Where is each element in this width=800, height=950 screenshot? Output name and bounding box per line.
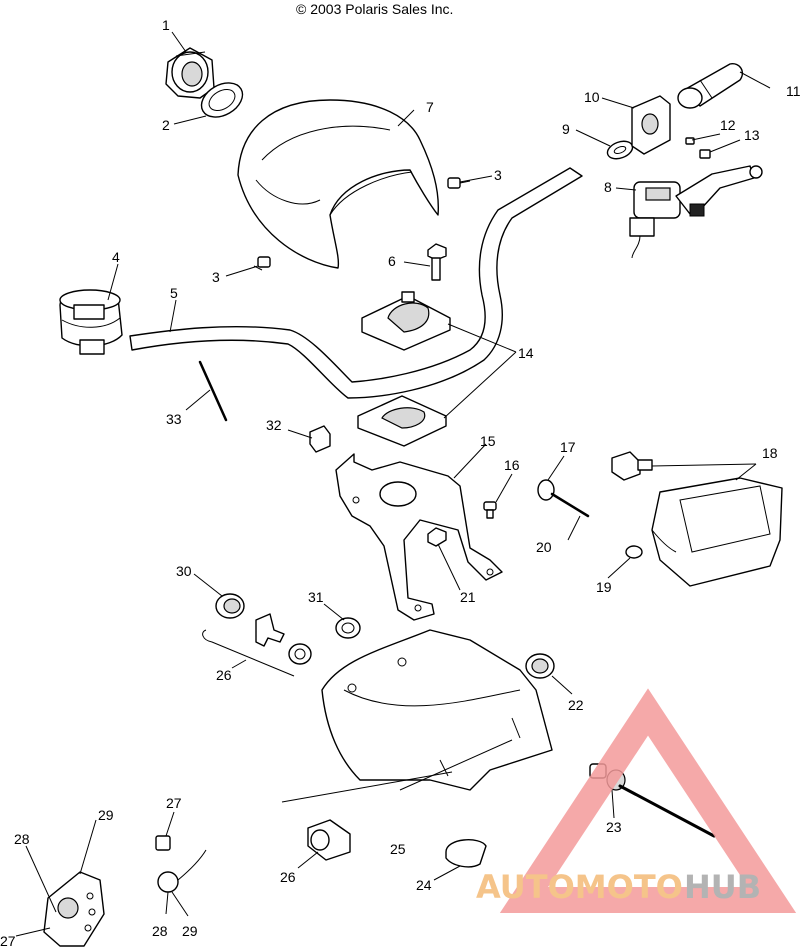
callout-20: 20 [536,539,552,555]
callout-1: 1 [162,17,170,33]
part-33-rod [198,360,228,422]
callout-29-lower: 29 [182,923,198,939]
callout-16: 16 [504,457,520,473]
callout-6: 6 [388,253,396,269]
part-30-grommet [215,593,245,619]
leader-lines [15,31,771,937]
callout-29-upper: 29 [98,807,114,823]
part-25-lower-panel [281,629,553,803]
part-9-washer [606,140,634,160]
part-2-ring [200,82,244,118]
callout-28-lower: 28 [152,923,168,939]
callout-19: 19 [596,579,612,595]
part-32-clip [309,425,331,453]
part-24-clamp [445,839,487,868]
callout-9: 9 [562,121,570,137]
part-19-o-ring [625,545,643,559]
callout-18: 18 [762,445,778,461]
callout-33: 33 [166,411,182,427]
callout-26-upper: 26 [216,667,232,683]
callout-26-lower: 26 [280,869,296,885]
callout-3-upper: 3 [494,167,502,183]
part-14-clamp-upper [361,291,451,351]
part-28-29-switch-small [157,849,207,893]
part-3-screw-upper [447,177,471,189]
part-16-bolt [483,501,497,519]
callout-8: 8 [604,179,612,195]
part-20-adjuster-rod [550,492,590,518]
callout-32: 32 [266,417,282,433]
callout-15: 15 [480,433,496,449]
copyright-text: © 2003 Polaris Sales Inc. [296,1,453,17]
part-27-bolt [155,835,171,851]
callout-31: 31 [308,589,324,605]
callout-14: 14 [518,345,534,361]
callout-12: 12 [720,117,736,133]
callout-17: 17 [560,439,576,455]
part-14-clamp-lower [357,395,447,447]
part-26-switch [307,819,351,861]
part-13-screw [699,149,711,159]
part-26-key [255,613,285,647]
callout-24: 24 [416,877,432,893]
callout-11: 11 [786,83,800,99]
part-26-bracket-group [202,629,295,677]
callout-21: 21 [460,589,476,605]
part-7-pod-cover [237,99,440,269]
part-17-washer [537,479,555,501]
part-18-bulb [611,451,653,481]
part-21-nut [427,527,447,547]
part-31-grommet [335,617,361,639]
part-10-grip-block [631,95,671,155]
part-26-ignition-ring [288,643,312,665]
part-6-bolt [427,243,447,281]
callout-28-upper: 28 [14,831,30,847]
part-18-headlamp [651,477,783,587]
callout-5: 5 [170,285,178,301]
callout-30: 30 [176,563,192,579]
callout-7: 7 [426,99,434,115]
watermark-triangle-icon [499,688,797,913]
part-15-bracket [335,453,503,621]
watermark-text-automoto: AUTOMOTO [476,868,683,906]
part-12-screw [685,137,695,145]
part-28-29-switch-assembly [43,871,105,947]
callout-2: 2 [162,117,170,133]
part-3-screw-lower [253,256,271,271]
callouts: 1 2 7 3 3 4 5 6 14 10 9 8 11 12 13 33 32… [0,17,800,949]
part-1-boot [165,47,215,99]
part-11-grip [677,63,744,109]
callout-23: 23 [606,819,622,835]
callout-4: 4 [112,249,120,265]
watermark-logo: AUTOMOTO HUB [476,688,797,913]
part-22-grommet [525,653,555,679]
callout-25: 25 [390,841,406,857]
part-4-speedometer [59,289,123,355]
callout-13: 13 [744,127,760,143]
watermark-text-hub: HUB [684,868,761,906]
callout-27-lower: 27 [0,933,16,949]
part-5-handlebar [129,167,583,399]
callout-10: 10 [584,89,600,105]
part-8-master-cylinder [629,165,763,259]
callout-3-lower: 3 [212,269,220,285]
callout-22: 22 [568,697,584,713]
callout-27-upper: 27 [166,795,182,811]
